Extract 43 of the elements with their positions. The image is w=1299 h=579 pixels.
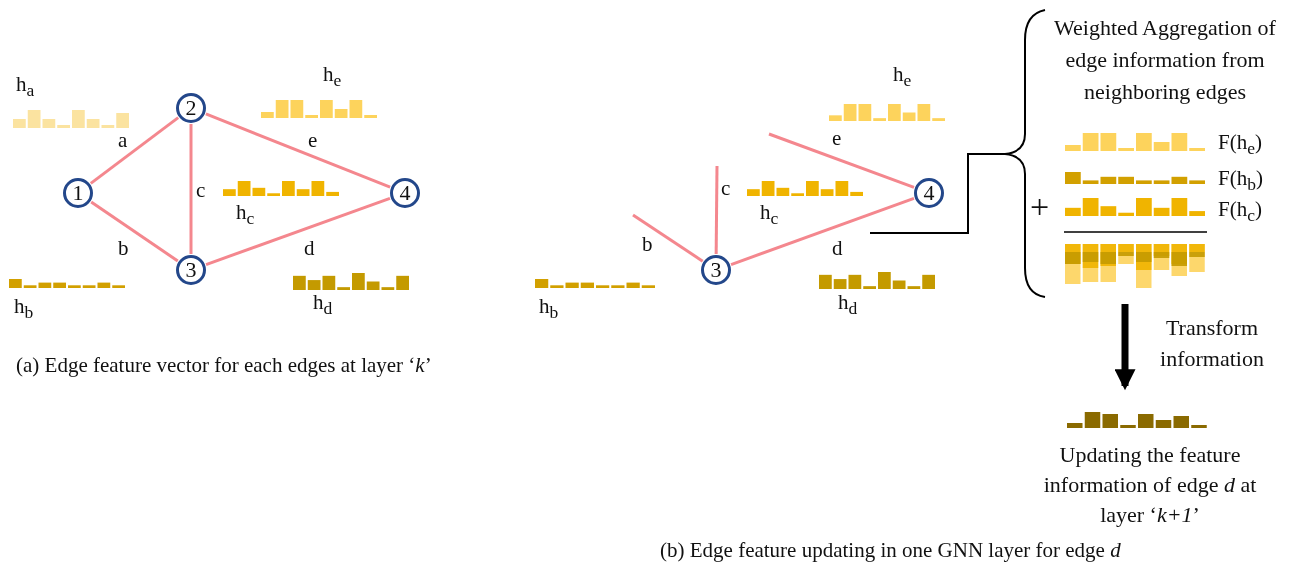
edge-line <box>730 197 915 266</box>
edge-label: e <box>308 128 318 152</box>
plus-sign: + <box>1030 190 1050 224</box>
edge-line <box>205 197 391 266</box>
edge-label: Transform information <box>1159 314 1265 373</box>
feature-label: h$_{d}$ <box>313 290 333 321</box>
annotation-text: Weighted Aggregation of edge information from neighboring edges <box>1053 14 1277 106</box>
edge-label: a <box>118 128 128 152</box>
updated-feature-bars-icon <box>1066 412 1208 428</box>
feature-label: h$_{e}$ <box>893 62 912 93</box>
feature-label: h$_{b}$ <box>539 294 559 325</box>
edge-label: d <box>304 236 315 260</box>
feature-label: h$_{c}$ <box>236 200 255 231</box>
edge-line <box>205 112 391 189</box>
edge-line <box>768 132 915 189</box>
edge-line <box>189 124 193 254</box>
node-circle: 3 <box>176 255 206 285</box>
feature-label: F(h$_{e}$) <box>1218 130 1262 161</box>
feature-label: h$_{c}$ <box>760 200 779 231</box>
edge-label: c <box>196 178 206 202</box>
node-circle: 2 <box>176 93 206 123</box>
edge-line <box>89 116 180 185</box>
node-circle: 3 <box>701 255 731 285</box>
feature-label: F(h$_{c}$) <box>1218 197 1262 228</box>
edge-line <box>714 166 719 254</box>
feature-label: h$_{e}$ <box>323 62 342 93</box>
node-circle: 4 <box>390 178 420 208</box>
caption: (a) Edge feature vector for each edges at layer ‘k’ <box>16 352 433 379</box>
caption: (b) Edge feature updating in one GNN layer for edge d <box>660 538 1121 562</box>
edge-label: e <box>832 126 842 150</box>
edge-label: b <box>642 232 653 256</box>
node-circle: 1 <box>63 178 93 208</box>
feature-label: h$_{a}$ <box>16 72 35 103</box>
edge-line <box>632 213 704 263</box>
feature-label: F(h$_{b}$) <box>1218 166 1263 197</box>
edge-label: b <box>118 236 129 260</box>
feature-label: h$_{b}$ <box>14 294 34 325</box>
node-circle: 4 <box>914 178 944 208</box>
edge-label: c <box>721 176 731 200</box>
edge-line <box>90 200 179 263</box>
edge-label: d <box>832 236 843 260</box>
feature-label: h$_{d}$ <box>838 290 858 321</box>
aggregated-bars-icon <box>1064 244 1206 288</box>
